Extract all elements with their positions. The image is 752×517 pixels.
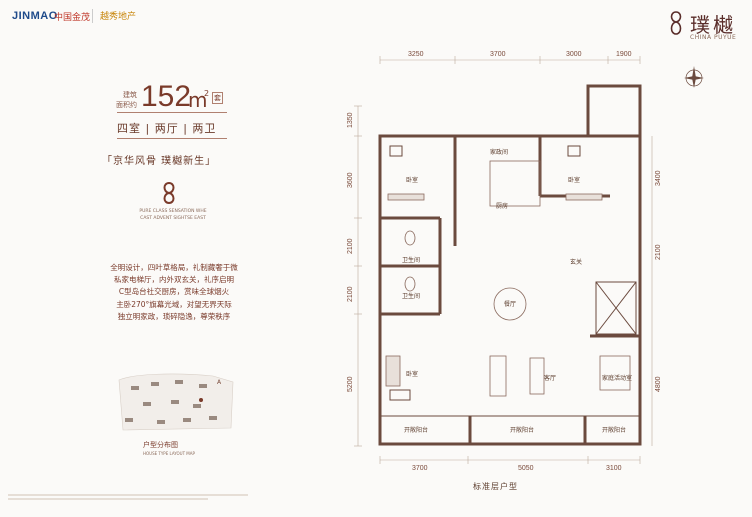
dim-left-1: 1350	[347, 112, 354, 128]
keyplan-caption-en: HOUSE TYPE LAYOUT MAP	[143, 451, 195, 456]
room-summary: 四室 | 两厅 | 两卫	[117, 122, 217, 135]
floor-plan: 3250 3700 3000 1900 3700 5050 3100 1350 …	[347, 51, 660, 472]
room-bathroom-1: 卫生间	[402, 256, 420, 264]
dimension-lines	[354, 56, 653, 464]
feature-line: 私家电梯厅，内外双玄关，礼序启明	[114, 275, 234, 285]
room-balcony-2: 开敞阳台	[510, 426, 534, 434]
fine-print	[8, 492, 258, 502]
dim-top-4: 1900	[616, 51, 632, 58]
dim-left-5: 5200	[347, 376, 354, 392]
feature-line: 主卧270°旗幕光域，对望无界天际	[116, 299, 232, 309]
brand-name-en: CHINA PUYUE	[690, 34, 737, 41]
feature-line: 独立明家政，琐碎隐逸，尊荣秩序	[117, 311, 231, 321]
brand-mark-icon	[670, 11, 682, 35]
room-housekeeping: 家政间	[490, 148, 508, 156]
keyplan-caption: 户型分布图	[143, 441, 178, 449]
dim-right-1: 3400	[655, 170, 660, 186]
plan-caption: 标准层户型	[473, 482, 518, 491]
room-bedroom-sw: 卧室	[406, 370, 418, 378]
dim-left-3: 2100	[347, 238, 354, 254]
emblem-icon	[163, 182, 175, 204]
room-bedroom-nw: 卧室	[406, 176, 418, 184]
brand-name: 璞樾	[690, 13, 736, 37]
room-labels: 卧室 家政间 厨房 卧室 卫生间 卫生间 餐厅 玄关 卧室 客厅 家庭活动室 开…	[402, 148, 632, 434]
room-kitchen: 厨房	[496, 202, 508, 210]
slogan: 「京华风骨 璞樾新生」	[102, 156, 217, 167]
dim-bottom-2: 5050	[518, 465, 534, 472]
dim-bottom-1: 3700	[412, 465, 428, 472]
feature-description: 全明设计，四叶草格局，礼制藏奢于微 私家电梯厅，内外双玄关，礼序启明 C型岛台社…	[94, 262, 254, 323]
jinmao-logo: JINMAO	[12, 10, 58, 22]
furniture	[385, 160, 631, 397]
area-unit-superscript: 2	[204, 89, 210, 98]
dim-left-4: 2100	[347, 286, 354, 302]
divider-line	[117, 138, 227, 139]
feature-line: 全明设计，四叶草格局，礼制藏奢于微	[110, 263, 238, 272]
partner-logo: 越秀地产	[100, 12, 137, 22]
area-tag: 套	[212, 92, 223, 104]
room-dining: 餐厅	[504, 300, 516, 308]
room-family: 家庭活动室	[602, 374, 632, 382]
room-bathroom-2: 卫生间	[402, 292, 420, 300]
area-value: 152	[141, 80, 192, 113]
dim-bottom-3: 3100	[606, 465, 622, 472]
room-bedroom-ne: 卧室	[568, 176, 580, 184]
north-compass-icon	[684, 66, 704, 88]
dim-left-2: 3600	[347, 172, 354, 188]
area-label: 建筑 面积约	[116, 91, 137, 109]
jinmao-cn-logo: 中国金茂	[54, 13, 91, 23]
keyplan-marker: A	[217, 379, 222, 386]
dim-top-3: 3000	[566, 51, 582, 58]
logo-divider	[92, 9, 93, 23]
area-unit: m	[188, 88, 208, 112]
room-balcony-3: 开敞阳台	[602, 426, 626, 434]
emblem-caption: PURE CLASS SENSATION WHE CAST ADVENT SIG…	[139, 209, 207, 221]
room-foyer: 玄关	[570, 258, 582, 266]
feature-line: C型岛台社交厨房，赏味全球烟火	[118, 287, 230, 297]
divider-line	[117, 112, 227, 113]
dim-top-2: 3700	[490, 51, 506, 58]
dim-right-3: 4800	[655, 376, 660, 392]
room-living: 客厅	[544, 374, 556, 382]
dim-top-1: 3250	[408, 51, 424, 58]
room-balcony-1: 开敞阳台	[404, 426, 428, 434]
site-keyplan: A	[118, 373, 234, 431]
dim-right-2: 2100	[655, 244, 660, 260]
